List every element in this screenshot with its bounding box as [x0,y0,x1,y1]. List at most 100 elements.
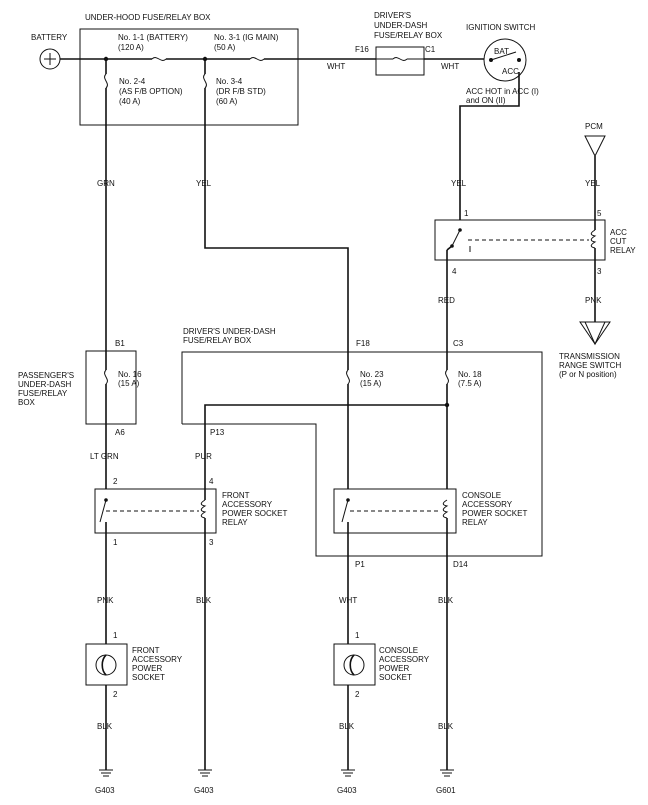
label-fuse-18-amp: (7.5 A) [458,379,482,388]
label-yel-3: YEL [585,179,601,188]
label-pass-box-4: BOX [18,398,36,407]
front-accessory-socket-box [85,643,128,686]
label-fuse-3-1-amp: (50 A) [214,43,236,52]
label-a6: A6 [115,428,125,437]
label-fuse-2-4-amp: (40 A) [119,97,141,106]
label-front-sock-pin-2: 2 [113,690,118,699]
label-fuse-2-4: No. 2-4 [119,77,146,86]
label-lt-grn: LT GRN [90,452,119,461]
label-ignition-switch: IGNITION SWITCH [466,23,536,32]
label-wht-2: WHT [441,62,459,71]
label-c3: C3 [453,339,464,348]
label-g403-2: G403 [194,786,214,795]
label-fuse-16: No. 16 [118,370,142,379]
label-fuse-3-4-sub: (DR F/B STD) [216,87,266,96]
acc-cut-relay-box [434,219,606,261]
label-g403-1: G403 [95,786,115,795]
acc-relay-switch-arm [451,229,461,247]
driver-under-dash-box-mid [181,351,543,557]
ground-g601 [440,769,454,777]
label-console-sock-pin-1: 1 [355,631,360,640]
label-p1: P1 [355,560,365,569]
label-battery: BATTERY [31,33,68,42]
wire-yel-to-f18 [204,88,349,370]
label-d14: D14 [453,560,468,569]
label-acc: ACC [502,67,519,76]
label-front-relay-3: POWER SOCKET [222,509,287,518]
label-acc-cut-2: CUT [610,237,627,246]
label-console-sock-4: SOCKET [379,673,412,682]
label-drv-box-top-2: UNDER-DASH [374,21,428,30]
label-trans-3: (P or N position) [559,370,617,379]
fuse-3-4 [203,73,207,89]
label-fuse-3-1: No. 3-1 (IG MAIN) [214,33,279,42]
label-acc-cut-1: ACC [610,228,627,237]
label-front-relay-4: RELAY [222,518,248,527]
label-blk-1: BLK [196,596,212,605]
label-console-sock-3: POWER [379,664,409,673]
label-grn: GRN [97,179,115,188]
label-yel-2: YEL [451,179,467,188]
label-fuse-1-1: No. 1-1 (BATTERY) [118,33,188,42]
label-fuse-3-4: No. 3-4 [216,77,243,86]
label-wht-3: WHT [339,596,357,605]
label-red: RED [438,296,455,305]
label-bat: BAT [494,47,509,56]
fuse-driver-top [392,57,408,61]
label-acc-cut-3: RELAY [610,246,636,255]
label-p13: P13 [210,428,225,437]
label-fuse-16-amp: (15 A) [118,379,140,388]
label-drv-box-top-1: DRIVER'S [374,11,411,20]
wire-pur [204,404,447,489]
label-b1: B1 [115,339,125,348]
ground-g403-1 [99,769,113,777]
label-fuse-3-4-amp: (60 A) [216,97,238,106]
label-yel-1: YEL [196,179,212,188]
fuse-23 [346,369,350,385]
label-front-relay-pin-3: 3 [209,538,214,547]
label-fuse-18: No. 18 [458,370,482,379]
console-accessory-socket-box [333,643,376,686]
label-relay-pin-5: 5 [597,209,602,218]
wire-yel-acc [459,72,520,220]
console-socket-symbol [343,654,365,676]
label-console-relay-3: POWER SOCKET [462,509,527,518]
label-front-relay-pin-4: 4 [209,477,214,486]
label-console-relay-4: RELAY [462,518,488,527]
label-g403-3: G403 [337,786,357,795]
label-front-sock-4: SOCKET [132,673,165,682]
label-g601: G601 [436,786,456,795]
console-accessory-relay-box [333,488,457,534]
label-under-hood-box: UNDER-HOOD FUSE/RELAY BOX [85,13,211,22]
label-blk-2: BLK [438,596,454,605]
label-front-relay-pin-2: 2 [113,477,118,486]
label-c1: C1 [425,45,436,54]
console-relay-coil [442,499,449,519]
label-front-sock-2: ACCESSORY [132,655,183,664]
label-drv-box-top-3: FUSE/RELAY BOX [374,31,443,40]
label-front-relay-2: ACCESSORY [222,500,273,509]
label-acc-hot-1: ACC HOT in ACC (I) [466,87,539,96]
front-socket-symbol [95,654,117,676]
fuse-3-1 [249,57,265,61]
label-pcm: PCM [585,122,603,131]
label-blk-4: BLK [339,722,355,731]
label-console-relay-2: ACCESSORY [462,500,513,509]
label-fuse-1-1-amp: (120 A) [118,43,144,52]
label-trans-2: RANGE SWITCH [559,361,621,370]
label-fuse-2-4-sub: (AS F/B OPTION) [119,87,183,96]
front-relay-coil [200,499,207,519]
label-console-sock-2: ACCESSORY [379,655,430,664]
label-pass-box-2: UNDER-DASH [18,380,72,389]
label-f18: F18 [356,339,370,348]
label-blk-5: BLK [438,722,454,731]
ground-g403-2 [198,769,212,777]
under-hood-fuse-relay-box [79,28,299,126]
fuse-2-4 [104,73,108,89]
ground-g403-3 [341,769,355,777]
label-blk-3: BLK [97,722,113,731]
acc-relay-coil [590,229,597,249]
label-fuse-23-amp: (15 A) [360,379,382,388]
label-trans-1: TRANSMISSION [559,352,620,361]
